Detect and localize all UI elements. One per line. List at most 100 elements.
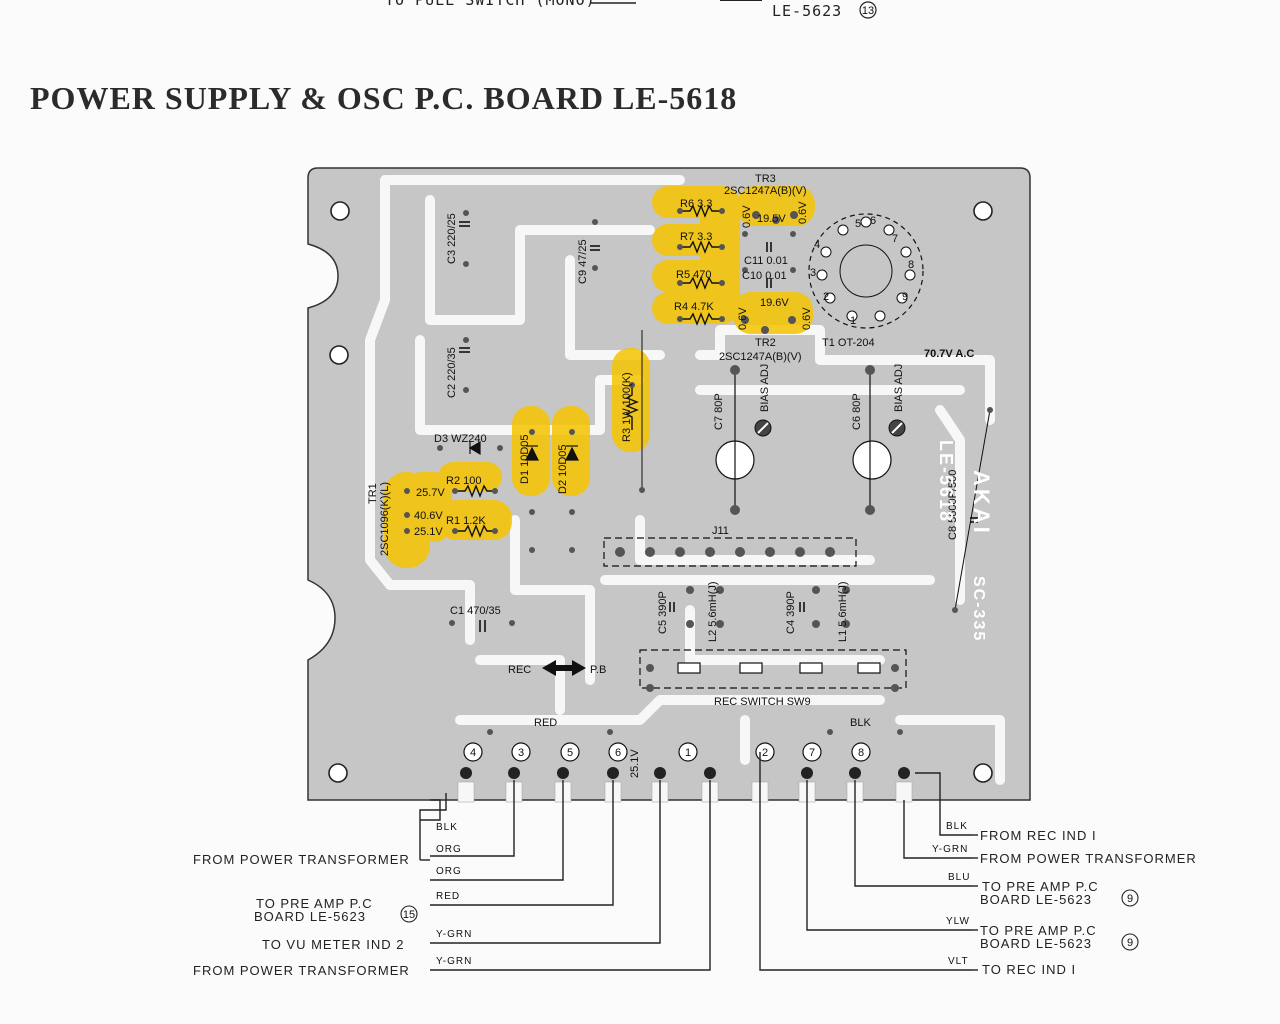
ext-label-to-pre-amp-2a: TO PRE AMP P.C xyxy=(982,879,1099,894)
top-fragment: TO PULL SWITCH (MONO) LE-5623 xyxy=(0,0,1280,30)
capacitor-symbols xyxy=(459,221,978,632)
ref-number: 15 xyxy=(403,909,415,921)
label-tr3: TR3 xyxy=(755,173,776,185)
label-c5: C5 390P xyxy=(657,591,669,634)
label-j11: J11 xyxy=(712,525,729,537)
component-highlights xyxy=(384,186,815,568)
label-v06a: 0.6V xyxy=(741,205,753,228)
label-d1: D1 10D05 xyxy=(519,434,531,484)
label-v196: 19.6V xyxy=(760,297,789,309)
label-r2: R2 100 xyxy=(446,475,481,487)
label-v257: 25.7V xyxy=(416,487,445,499)
wire-label: BLU xyxy=(948,872,971,883)
svg-text:7: 7 xyxy=(892,233,898,245)
label-tr3-type: 2SC1247A(B)(V) xyxy=(724,185,807,197)
ext-label-from-power-1: FROM POWER TRANSFORMER xyxy=(193,852,410,867)
ext-label-from-power: FROM POWER TRANSFORMER xyxy=(980,851,1197,866)
diode-symbols xyxy=(468,440,579,461)
ext-label-to-pre-amp-2b: BOARD LE-5623 xyxy=(980,892,1092,907)
svg-text:8: 8 xyxy=(908,259,914,271)
label-v06c: 0.6V xyxy=(737,307,749,330)
external-wires xyxy=(419,752,978,971)
ext-label-to-pre-amp-3a: TO PRE AMP P.C xyxy=(980,923,1097,938)
label-c8: C8 5600P/500 xyxy=(947,470,959,540)
svg-text:6: 6 xyxy=(870,215,876,227)
resistor-symbols xyxy=(455,204,991,611)
label-bias-adj-1: BIAS ADJ xyxy=(759,364,771,412)
label-brand: AKAI xyxy=(969,470,994,536)
j11-connector xyxy=(603,537,857,567)
wire-label: BLK xyxy=(946,821,968,832)
top-ref-number: 13 xyxy=(862,5,874,17)
wire-label: RED xyxy=(436,891,461,902)
trimmer-pots xyxy=(715,372,906,510)
label-vac: 70.7V A.C xyxy=(924,348,974,360)
ext-label-from-power-2: FROM POWER TRANSFORMER xyxy=(193,963,410,978)
component-labels: TR3 2SC1247A(B)(V) R6 3.3 R7 3.3 R5 470 … xyxy=(367,173,994,778)
wire-label: VLT xyxy=(948,956,969,967)
label-tr1: TR1 xyxy=(367,483,379,504)
wire-label: Y-GRN xyxy=(436,929,473,940)
wire-label: Y-GRN xyxy=(932,844,969,855)
svg-text:2: 2 xyxy=(823,291,829,303)
label-v406: 40.6V xyxy=(414,510,443,522)
svg-text:3: 3 xyxy=(810,267,816,279)
label-c3: C3 220/25 xyxy=(446,213,458,264)
label-rec-switch: REC SWITCH SW9 xyxy=(714,696,811,708)
wire-label: BLK xyxy=(436,822,458,833)
label-tr2: TR2 xyxy=(755,337,776,349)
label-d2: D2 10D05 xyxy=(557,444,569,494)
label-r5: R5 470 xyxy=(676,269,711,281)
label-t1: T1 OT-204 xyxy=(822,337,875,349)
pin-label: 1 xyxy=(685,747,691,759)
rec-pb-arrow xyxy=(542,660,586,676)
pin-label: 8 xyxy=(858,747,864,759)
label-rec: REC xyxy=(508,664,531,676)
wire-label: ORG xyxy=(436,866,462,877)
page-title: POWER SUPPLY & OSC P.C. BOARD LE-5618 xyxy=(30,80,738,116)
label-bias-adj-2: BIAS ADJ xyxy=(893,364,905,412)
top-ref-circle xyxy=(859,1,877,19)
label-r3: R3 1W 100(K) xyxy=(621,372,633,442)
label-r4: R4 4.7K xyxy=(674,301,714,313)
ref-number: 9 xyxy=(1127,893,1133,905)
wire-label: ORG xyxy=(436,844,462,855)
connector-pins: 4 3 5 6 1 2 7 8 xyxy=(460,742,910,798)
reference-circles xyxy=(400,889,1139,951)
ext-label-from-rec-ind: FROM REC IND I xyxy=(980,828,1097,843)
rec-switch-contacts xyxy=(677,662,881,674)
pin-label: 5 xyxy=(567,747,573,759)
edge-connector-tabs xyxy=(457,781,913,803)
svg-text:9: 9 xyxy=(902,291,908,303)
ext-label-to-pre-amp-3b: BOARD LE-5623 xyxy=(980,936,1092,951)
label-d3: D3 WZ240 xyxy=(434,433,487,445)
label-c9: C9 47/25 xyxy=(577,239,589,284)
label-c6: C6 80P xyxy=(851,393,863,430)
ref-number: 9 xyxy=(1127,937,1133,949)
svg-text:1: 1 xyxy=(850,315,856,327)
pcb-board-outline xyxy=(307,167,1031,801)
ext-label-to-vu: TO VU METER IND 2 xyxy=(262,937,405,952)
label-tr2-type: 2SC1247A(B)(V) xyxy=(719,351,802,363)
label-v251: 25.1V xyxy=(414,526,443,538)
label-r6: R6 3.3 xyxy=(680,198,712,210)
label-c10: C10 0.01 xyxy=(742,270,787,282)
wire-label: YLW xyxy=(946,916,970,927)
label-v195: 19.5V xyxy=(757,213,786,225)
ext-label-to-pre-amp-1b: BOARD LE-5623 xyxy=(254,909,366,924)
top-left-text: TO PULL SWITCH (MONO) xyxy=(385,0,596,9)
label-tr1-type: 2SC1096(K)(L) xyxy=(379,482,391,556)
label-c7: C7 80P xyxy=(713,393,725,430)
mounting-holes xyxy=(328,201,993,783)
label-c11: C11 0.01 xyxy=(744,255,788,267)
pin-label: 7 xyxy=(809,747,815,759)
label-red: RED xyxy=(534,717,557,729)
svg-text:5: 5 xyxy=(855,218,861,230)
svg-text:4: 4 xyxy=(814,239,820,251)
label-v06d: 0.6V xyxy=(801,307,813,330)
label-board-id: LE-5618 xyxy=(936,440,956,523)
label-c2: C2 220/35 xyxy=(446,347,458,398)
pin-label: 3 xyxy=(518,747,524,759)
